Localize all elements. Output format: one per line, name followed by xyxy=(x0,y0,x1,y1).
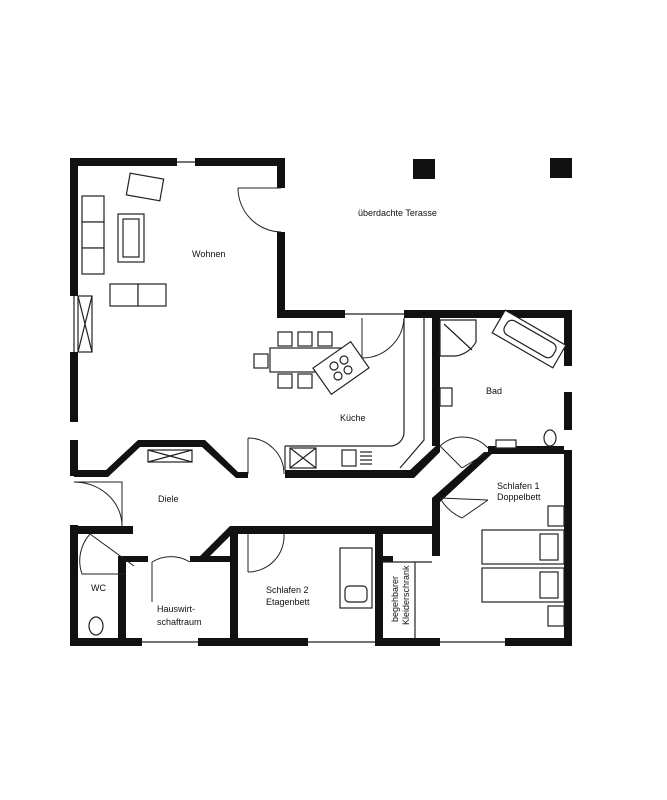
terrace-column-right xyxy=(550,158,572,178)
label-bedroom2-line2: Etagenbett xyxy=(266,597,310,607)
label-bedroom1-line1: Schlafen 1 xyxy=(497,481,540,491)
label-kitchen: Küche xyxy=(340,413,366,423)
furniture xyxy=(77,172,567,638)
label-bath: Bad xyxy=(486,386,502,396)
inner-walls xyxy=(74,318,564,642)
label-bedroom2-line1: Schlafen 2 xyxy=(266,585,309,595)
label-utility-line2: schaftraum xyxy=(157,617,202,627)
label-hall: Diele xyxy=(158,494,179,504)
label-wc: WC xyxy=(91,583,106,593)
label-bedroom1-line2: Doppelbett xyxy=(497,492,541,502)
label-closet-line2: Kleiderschrank xyxy=(401,565,411,625)
label-closet-line1: begehbarer xyxy=(390,576,400,622)
label-terrace: überdachte Terasse xyxy=(358,208,437,218)
outer-walls xyxy=(70,158,572,646)
label-utility-line1: Hauswirt- xyxy=(157,604,195,614)
doors xyxy=(73,187,489,602)
terrace-column-left xyxy=(413,159,435,179)
label-living: Wohnen xyxy=(192,249,225,259)
